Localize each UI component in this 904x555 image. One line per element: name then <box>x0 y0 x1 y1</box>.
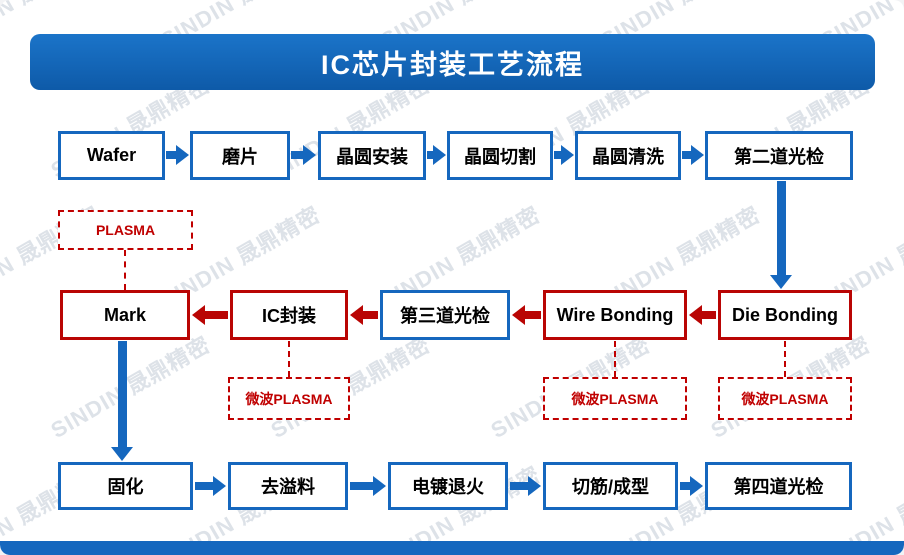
process-box-wafer-clean: 晶圆清洗 <box>575 131 681 180</box>
arrow-cure-to-deflash <box>195 476 226 496</box>
microwave-plasma-box-db: 微波PLASMA <box>718 377 852 420</box>
dashed-connector-wire-bonding-to-plasma <box>614 341 616 377</box>
process-box-cure: 固化 <box>58 462 193 510</box>
plasma-box: PLASMA <box>58 210 193 250</box>
process-box-mark: Mark <box>60 290 190 340</box>
arrow-wire-bonding-to-inspection3 <box>512 305 541 325</box>
arrow-saw-to-clean <box>554 145 574 165</box>
page-title: IC芯片封装工艺流程 <box>30 34 875 90</box>
process-box-wafer-mount: 晶圆安装 <box>318 131 426 180</box>
arrow-ic-pack-to-mark <box>192 305 228 325</box>
process-box-deflash: 去溢料 <box>228 462 348 510</box>
process-box-ic-pack: IC封装 <box>230 290 348 340</box>
process-box-trim-form: 切筋/成型 <box>543 462 678 510</box>
footer-bar <box>0 541 904 555</box>
process-box-die-bonding: Die Bonding <box>718 290 852 340</box>
dashed-connector-plasma-to-mark <box>124 250 126 290</box>
process-box-inspection-3: 第三道光检 <box>380 290 510 340</box>
process-box-wafer-saw: 晶圆切割 <box>447 131 553 180</box>
arrow-anneal-to-trim <box>510 476 541 496</box>
process-box-wafer: Wafer <box>58 131 165 180</box>
arrow-deflash-to-anneal <box>350 476 386 496</box>
process-box-inspection-4: 第四道光检 <box>705 462 852 510</box>
microwave-plasma-box-ic: 微波PLASMA <box>228 377 350 420</box>
arrow-trim-to-inspection4 <box>680 476 703 496</box>
arrow-die-bonding-to-wire-bonding <box>689 305 716 325</box>
arrow-mark-to-cure <box>111 341 133 461</box>
process-box-wire-bonding: Wire Bonding <box>543 290 687 340</box>
arrow-mount-to-saw <box>427 145 446 165</box>
arrow-clean-to-inspection2 <box>682 145 704 165</box>
microwave-plasma-box-wb: 微波PLASMA <box>543 377 687 420</box>
arrow-wafer-to-grinding <box>166 145 189 165</box>
process-box-inspection-2: 第二道光检 <box>705 131 853 180</box>
arrow-inspection3-to-ic-pack <box>350 305 378 325</box>
dashed-connector-ic-pack-to-plasma <box>288 341 290 377</box>
process-box-plating-anneal: 电镀退火 <box>388 462 508 510</box>
process-box-grinding: 磨片 <box>190 131 290 180</box>
arrow-inspection2-to-die-bonding <box>770 181 792 289</box>
arrow-grinding-to-mount <box>291 145 316 165</box>
dashed-connector-die-bonding-to-plasma <box>784 341 786 377</box>
